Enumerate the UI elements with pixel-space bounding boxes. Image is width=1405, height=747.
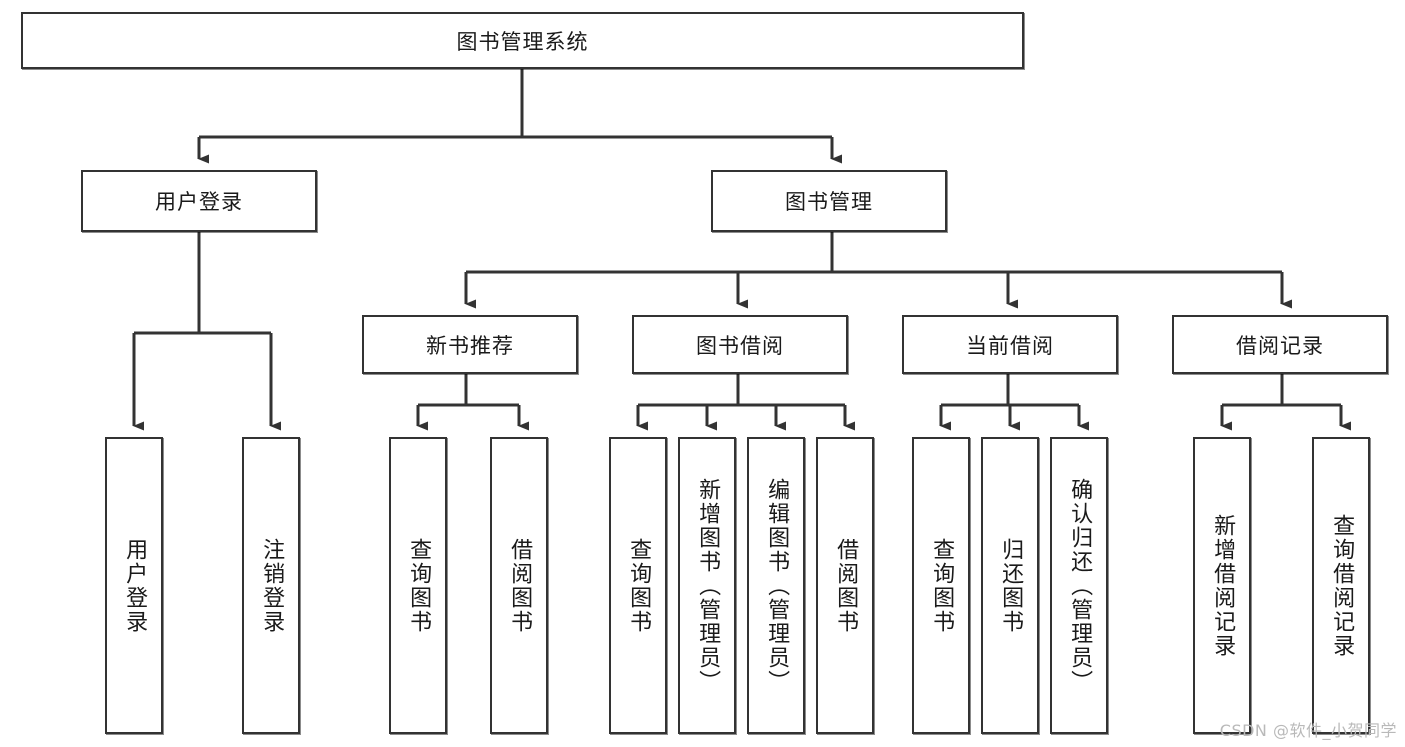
node-borrow-record[interactable]: 借阅记录 bbox=[1172, 315, 1388, 374]
node-leaf-confirm-return[interactable]: 确认归还（管理员） bbox=[1050, 437, 1108, 734]
node-new-book-recommend-label: 新书推荐 bbox=[426, 333, 514, 358]
node-new-book-recommend[interactable]: 新书推荐 bbox=[362, 315, 578, 374]
node-leaf-edit-book[interactable]: 编辑图书（管理员） bbox=[747, 437, 805, 734]
watermark-text: CSDN @软件_小贺同学 bbox=[1219, 721, 1397, 740]
node-leaf-user-login[interactable]: 用户登录 bbox=[105, 437, 163, 734]
node-leaf-add-record[interactable]: 新增借阅记录 bbox=[1193, 437, 1251, 734]
node-leaf-query-book-3-label: 查询图书 bbox=[929, 537, 955, 634]
node-current-borrow[interactable]: 当前借阅 bbox=[902, 315, 1118, 374]
node-leaf-query-record-label: 查询借阅记录 bbox=[1329, 513, 1355, 658]
node-leaf-query-record[interactable]: 查询借阅记录 bbox=[1312, 437, 1370, 734]
node-leaf-query-book-2-label: 查询图书 bbox=[626, 537, 652, 634]
node-book-borrow[interactable]: 图书借阅 bbox=[632, 315, 848, 374]
node-leaf-borrow-book-2-label: 借阅图书 bbox=[833, 537, 859, 634]
node-book-manage-label: 图书管理 bbox=[785, 190, 873, 214]
node-leaf-return-book[interactable]: 归还图书 bbox=[981, 437, 1039, 734]
node-leaf-return-book-label: 归还图书 bbox=[998, 537, 1024, 634]
node-book-borrow-label: 图书借阅 bbox=[696, 333, 784, 358]
node-leaf-query-book-1-label: 查询图书 bbox=[406, 537, 432, 634]
node-leaf-logout-label: 注销登录 bbox=[259, 537, 285, 634]
node-leaf-edit-book-label: 编辑图书（管理员） bbox=[764, 477, 790, 694]
node-leaf-user-login-label: 用户登录 bbox=[122, 537, 148, 634]
node-leaf-add-record-label: 新增借阅记录 bbox=[1210, 513, 1236, 658]
node-leaf-query-book-3[interactable]: 查询图书 bbox=[912, 437, 970, 734]
node-root[interactable]: 图书管理系统 bbox=[21, 12, 1024, 69]
node-book-manage[interactable]: 图书管理 bbox=[711, 170, 947, 232]
node-leaf-logout[interactable]: 注销登录 bbox=[242, 437, 300, 734]
node-leaf-add-book-label: 新增图书（管理员） bbox=[695, 477, 721, 694]
node-leaf-query-book-1[interactable]: 查询图书 bbox=[389, 437, 447, 734]
node-leaf-borrow-book-1[interactable]: 借阅图书 bbox=[490, 437, 548, 734]
node-user-login[interactable]: 用户登录 bbox=[81, 170, 317, 232]
node-user-login-label: 用户登录 bbox=[155, 190, 243, 214]
node-leaf-query-book-2[interactable]: 查询图书 bbox=[609, 437, 667, 734]
node-leaf-confirm-return-label: 确认归还（管理员） bbox=[1067, 477, 1093, 694]
node-root-label: 图书管理系统 bbox=[456, 29, 589, 54]
node-leaf-add-book[interactable]: 新增图书（管理员） bbox=[678, 437, 736, 734]
node-borrow-record-label: 借阅记录 bbox=[1236, 333, 1324, 358]
node-leaf-borrow-book-2[interactable]: 借阅图书 bbox=[816, 437, 874, 734]
node-leaf-borrow-book-1-label: 借阅图书 bbox=[507, 537, 533, 634]
node-current-borrow-label: 当前借阅 bbox=[966, 333, 1054, 358]
